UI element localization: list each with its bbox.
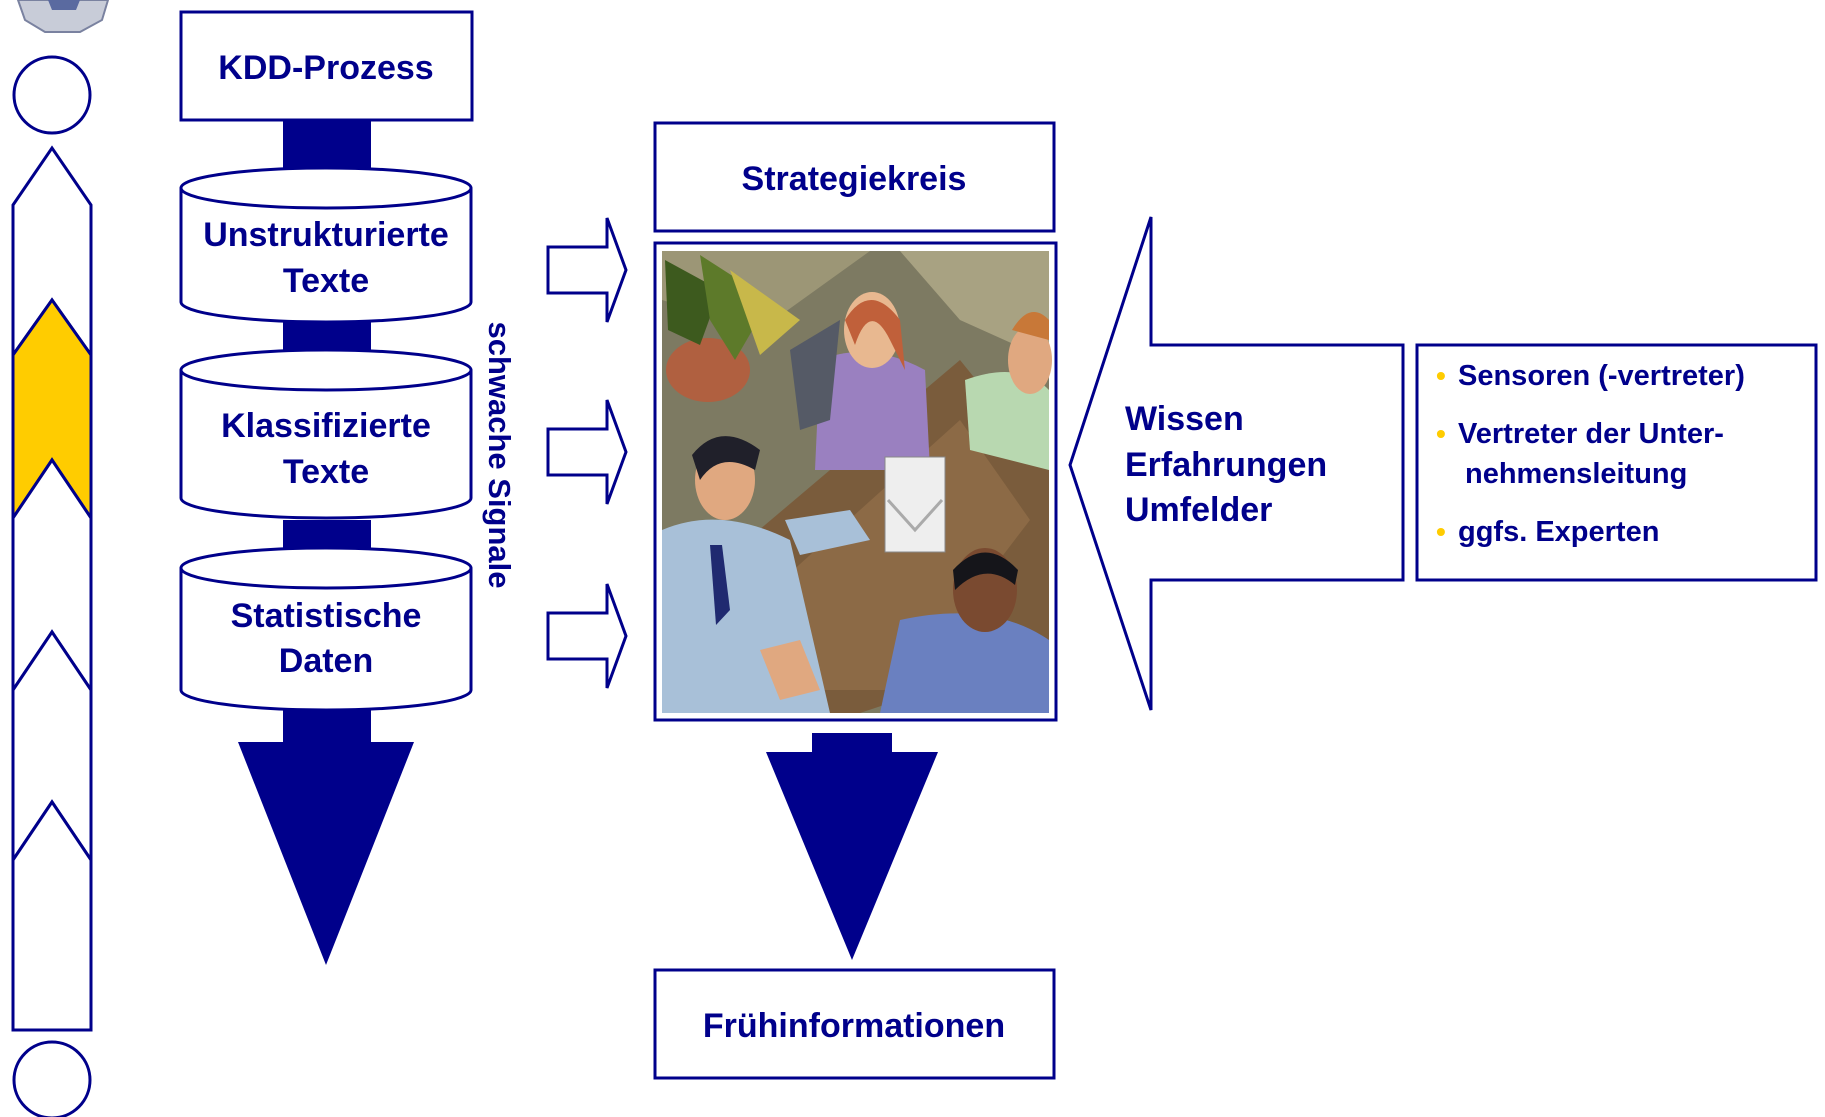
- participant-item: • Vertreter der Unter- nehmensleitung: [1436, 418, 1724, 490]
- output-title: Frühinformationen: [703, 1007, 1005, 1045]
- participant-line: Sensoren (-vertreter): [1458, 360, 1745, 392]
- database-label-line1: Unstrukturierte: [203, 216, 449, 254]
- weak-signals-label: schwache Signale: [482, 321, 517, 588]
- strategy-title: Strategiekreis: [742, 160, 967, 198]
- bullet: •: [1436, 516, 1446, 547]
- phase-indicator: [11, 55, 93, 1117]
- strategy-title-box: Strategiekreis: [653, 121, 1056, 233]
- database-unstructured-texts: Unstrukturierte Texte: [179, 166, 473, 324]
- bullet: •: [1436, 360, 1446, 391]
- output-box: Frühinformationen: [653, 968, 1056, 1080]
- knowledge-line: Erfahrungen: [1125, 446, 1327, 484]
- signal-arrow-1: [546, 217, 628, 323]
- kdd-down-arrow: [238, 742, 414, 965]
- knowledge-line: Umfelder: [1125, 491, 1272, 529]
- database-label-line2: Texte: [283, 453, 369, 491]
- database-classified-texts: Klassifizierte Texte: [179, 348, 473, 520]
- signal-arrows: [546, 217, 628, 689]
- database-statistical-data: Statistische Daten: [179, 546, 473, 712]
- knowledge-arrow: Wissen Erfahrungen Umfelder: [1068, 216, 1405, 711]
- database-label-line1: Statistische: [231, 597, 422, 635]
- bullet: •: [1436, 418, 1446, 449]
- database-label-line2: Texte: [283, 262, 369, 300]
- logo-icon: [16, 0, 110, 33]
- phase-end-circle: [12, 1040, 92, 1117]
- meeting-clipart: [653, 241, 1058, 722]
- participants-box: • Sensoren (-vertreter) • Vertreter der …: [1415, 343, 1818, 582]
- database-label-line2: Daten: [279, 642, 373, 680]
- participant-line: Vertreter der Unter-: [1458, 418, 1724, 450]
- knowledge-line: Wissen: [1125, 400, 1244, 438]
- participant-item: • ggfs. Experten: [1436, 516, 1659, 548]
- participant-line: ggfs. Experten: [1458, 516, 1659, 548]
- phase-chevron-5: [11, 799, 93, 1032]
- participant-line: nehmensleitung: [1465, 458, 1687, 490]
- participant-item: • Sensoren (-vertreter): [1436, 360, 1745, 392]
- database-label-line1: Klassifizierte: [221, 407, 431, 445]
- strategy-down-arrow: [766, 733, 938, 960]
- signal-arrow-3: [546, 583, 628, 689]
- kdd-title-box: KDD-Prozess: [179, 10, 474, 122]
- kdd-title: KDD-Prozess: [218, 49, 433, 87]
- signal-arrow-2: [546, 399, 628, 505]
- phase-start-circle: [12, 55, 92, 135]
